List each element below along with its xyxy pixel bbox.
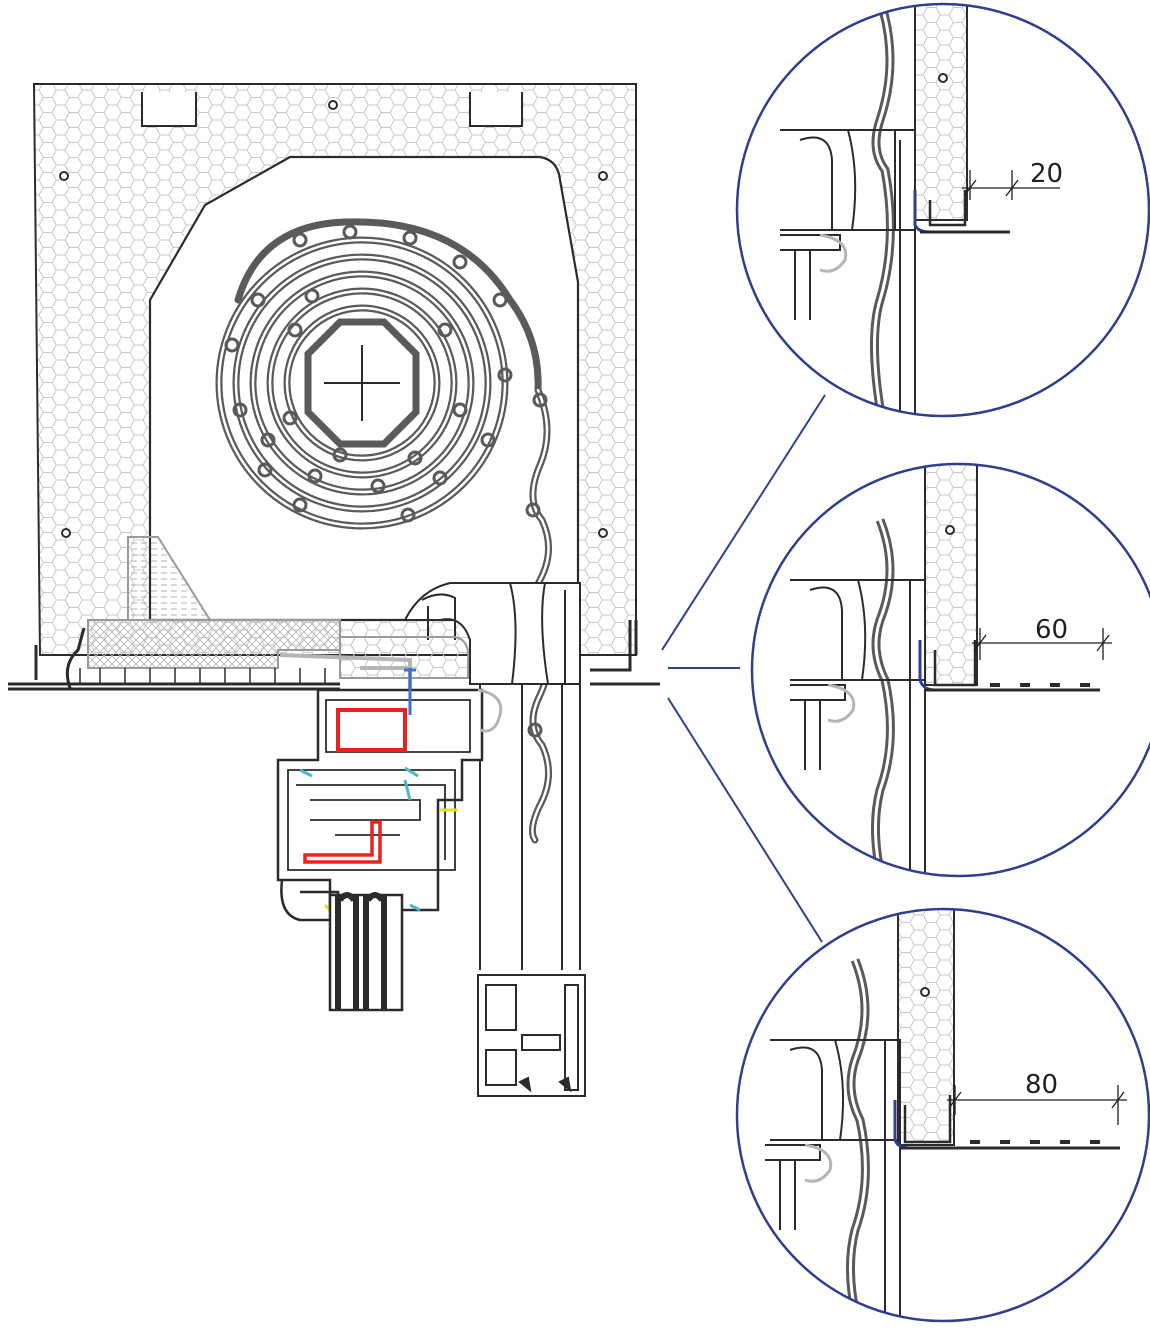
roll-layer-outer — [234, 218, 542, 394]
roller-axle — [304, 318, 420, 448]
top-slot-left — [141, 92, 197, 127]
box-bottom-plate — [8, 682, 340, 691]
dimension-1 — [962, 170, 1060, 200]
screw-holes — [59, 100, 608, 538]
bottom-insulation-board — [87, 619, 341, 669]
steel-reinforcement-top — [336, 708, 407, 752]
detail-view-1: 20 — [735, 2, 1150, 418]
steel-reinforcement-bottom — [303, 820, 382, 864]
bottom-plate-ribs — [79, 668, 326, 684]
detail-view-2: 60 — [750, 462, 1150, 878]
guide-profile-top — [403, 582, 581, 685]
dimension-3 — [947, 1085, 1127, 1125]
left-drip-hook — [34, 627, 86, 689]
slat-knuckles — [224, 224, 513, 523]
detail-circle-2 — [750, 462, 1150, 878]
detail-circle-1 — [735, 2, 1150, 418]
bottom-end-slat — [477, 974, 586, 1097]
guide-rail — [403, 582, 586, 1097]
detail-circle-3 — [735, 907, 1150, 1323]
dimension-label-1: 20 — [1030, 159, 1063, 189]
top-slot-right — [469, 92, 523, 127]
guide-rail-lines — [479, 684, 581, 970]
detail-leader-lines — [661, 394, 826, 943]
box-right-bottom-edge — [590, 620, 660, 686]
dimension-label-3: 80 — [1025, 1070, 1058, 1100]
fixing-screw — [404, 668, 416, 715]
dimension-2 — [972, 628, 1112, 660]
gaskets — [299, 766, 421, 912]
detail-view-3: 80 — [735, 907, 1150, 1323]
dimension-label-2: 60 — [1035, 615, 1068, 645]
window-frame-profile — [276, 636, 503, 1012]
